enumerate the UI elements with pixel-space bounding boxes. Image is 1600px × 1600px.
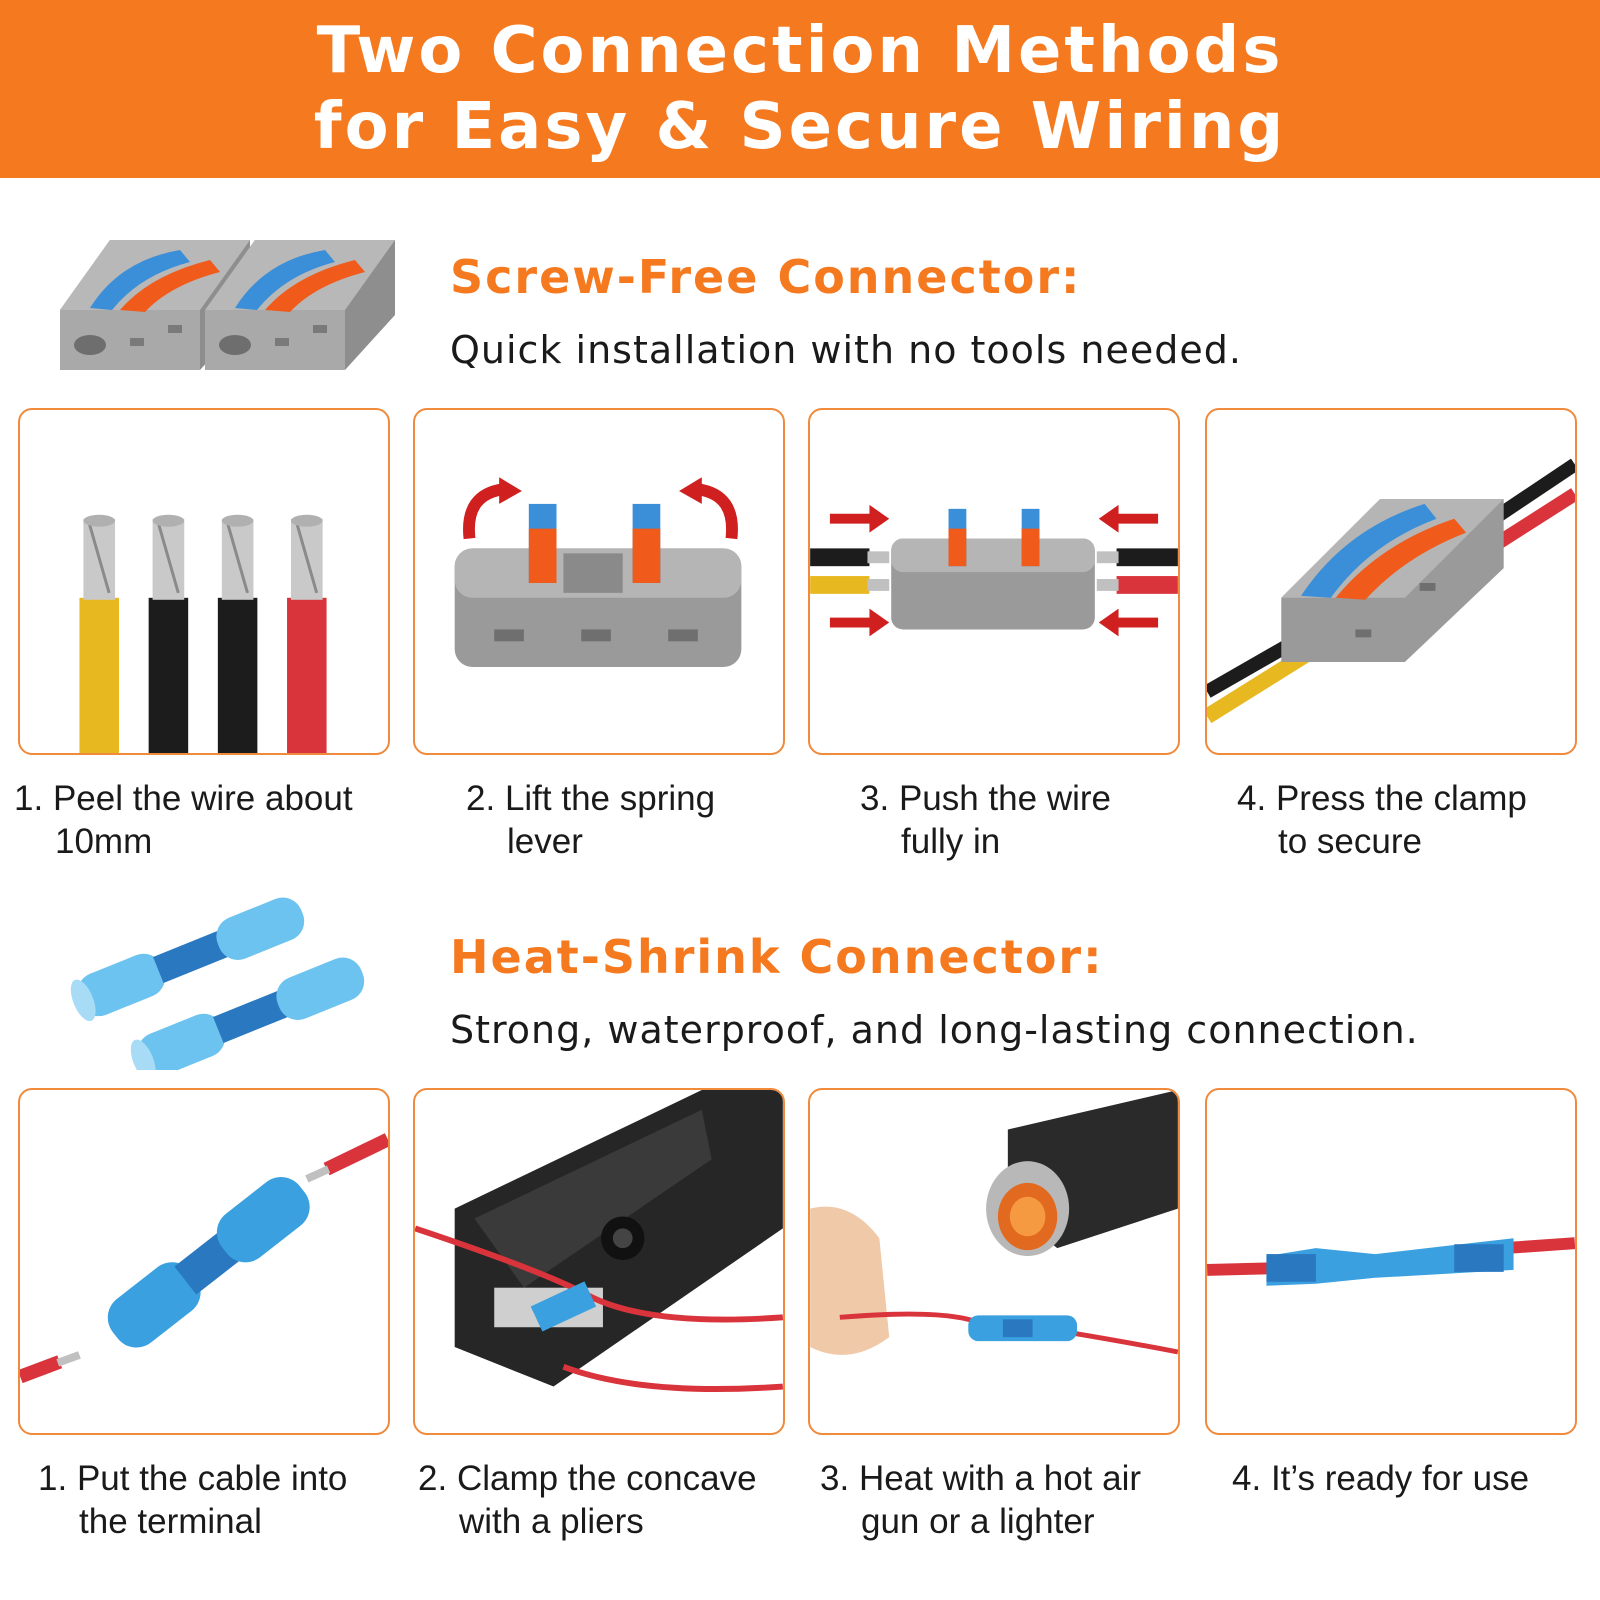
- arrow-right-top-icon: [829, 504, 890, 533]
- heat-step-2-panel: [413, 1088, 785, 1435]
- step-number: 2.: [466, 779, 496, 818]
- curved-arrow-left-icon: [463, 483, 506, 540]
- press-clamp-image: [1207, 458, 1575, 724]
- caption-line-1: Peel the wire about: [52, 779, 353, 818]
- wire-black-2: [217, 514, 258, 753]
- lever-connector-left: [60, 240, 250, 370]
- screw-step-1-caption: 1. Peel the wire about 10mm: [14, 777, 404, 863]
- crimping-pliers-image: [415, 1090, 783, 1392]
- heat-step-4-caption: 4. It’s ready for use: [1232, 1457, 1600, 1500]
- step-number: 2.: [418, 1459, 448, 1498]
- step-number: 3.: [820, 1459, 850, 1498]
- step-number: 1.: [38, 1459, 68, 1498]
- step-number: 4.: [1232, 1459, 1262, 1498]
- curved-arrow-right-icon: [695, 483, 738, 540]
- screw-step-4-caption: 4. Press the clamp to secure: [1237, 777, 1600, 863]
- wire-yellow: [79, 514, 119, 753]
- hot-air-gun-image: [810, 1090, 1178, 1355]
- screw-step-2-panel: [413, 408, 785, 755]
- lift-lever-image: [454, 477, 742, 668]
- push-wire-image: [810, 504, 1178, 637]
- wire-red: [287, 514, 327, 753]
- banner-title-line-1: Two Connection Methods: [316, 14, 1284, 88]
- heat-shrink-title: Heat-Shrink Connector:: [450, 930, 1104, 984]
- caption-line-2: gun or a lighter: [861, 1502, 1095, 1541]
- caption-line-1: Heat with a hot air: [858, 1459, 1142, 1498]
- screw-free-subtitle: Quick installation with no tools needed.: [450, 328, 1242, 372]
- caption-line-2: 10mm: [55, 822, 153, 861]
- cable-into-terminal-image: [20, 1133, 388, 1384]
- screw-step-2-caption: 2. Lift the spring lever: [466, 777, 856, 863]
- screw-step-4-panel: [1205, 408, 1577, 755]
- arrow-left-top-icon: [1098, 504, 1159, 533]
- screw-free-title: Screw-Free Connector:: [450, 250, 1082, 304]
- heat-shrink-tube-bottom: [130, 957, 365, 1070]
- arrow-left-bottom-icon: [1098, 608, 1159, 637]
- wire-black-1: [148, 514, 189, 753]
- heat-step-4-panel: [1205, 1088, 1577, 1435]
- caption-line-1: Press the clamp: [1275, 779, 1527, 818]
- heat-step-1-caption: 1. Put the cable into the terminal: [38, 1457, 428, 1543]
- heat-shrink-tube-top: [70, 897, 305, 1022]
- caption-line-2: fully in: [901, 822, 1001, 861]
- caption-line-1: Lift the spring: [504, 779, 716, 818]
- caption-line-1: It’s ready for use: [1270, 1459, 1530, 1498]
- lever-connector-right: [205, 240, 395, 370]
- step-number: 1.: [14, 779, 44, 818]
- arrow-right-bottom-icon: [829, 608, 890, 637]
- caption-line-2: with a pliers: [459, 1502, 644, 1541]
- caption-line-2: the terminal: [79, 1502, 262, 1541]
- stripped-wires-image: [79, 514, 327, 753]
- hand-image: [810, 1206, 890, 1355]
- banner-title-line-2: for Easy & Secure Wiring: [313, 90, 1287, 164]
- screw-step-3-panel: [808, 408, 1180, 755]
- heat-shrink-subtitle: Strong, waterproof, and long-lasting con…: [450, 1008, 1419, 1052]
- caption-line-1: Push the wire: [898, 779, 1111, 818]
- heat-step-2-caption: 2. Clamp the concave with a pliers: [418, 1457, 808, 1543]
- caption-line-2: lever: [507, 822, 583, 861]
- caption-line-1: Put the cable into: [76, 1459, 348, 1498]
- heat-step-1-panel: [18, 1088, 390, 1435]
- step-number: 3.: [860, 779, 890, 818]
- finished-connection-image: [1207, 1237, 1575, 1286]
- screw-step-3-caption: 3. Push the wire fully in: [860, 777, 1250, 863]
- heat-shrink-tubes-image: [70, 897, 365, 1070]
- caption-line-2: to secure: [1278, 822, 1422, 861]
- caption-line-1: Clamp the concave: [456, 1459, 757, 1498]
- heat-step-3-caption: 3. Heat with a hot air gun or a lighter: [820, 1457, 1210, 1543]
- screw-step-1-panel: [18, 408, 390, 755]
- step-number: 4.: [1237, 779, 1267, 818]
- lever-connectors-image: [60, 240, 395, 370]
- header-banner: Two Connection Methods for Easy & Secure…: [0, 0, 1600, 178]
- heat-step-3-panel: [808, 1088, 1180, 1435]
